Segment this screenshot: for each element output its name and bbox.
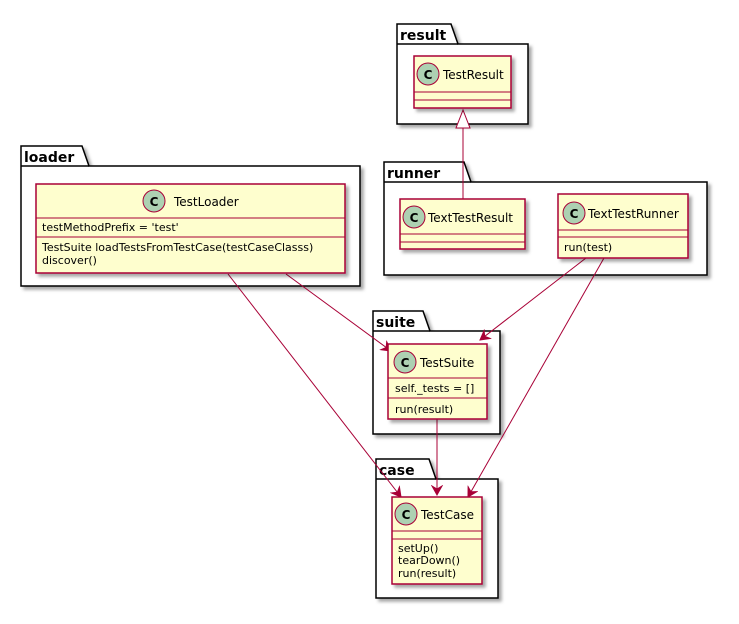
package-label-result: result [400,28,446,44]
class-icon [402,205,426,229]
class-texttestresult[interactable]: C TextTestResult [399,198,526,250]
method-run-result: run(result) [398,567,456,580]
edge-runner-suite [480,257,587,340]
package-label-runner: runner [387,166,440,182]
class-icon-letter: C [410,211,419,225]
method-run-test: run(test) [564,241,612,254]
package-label-case: case [379,463,415,479]
class-icon [416,62,440,86]
edge-loader-case [227,273,401,497]
class-testcase[interactable]: C TestCase setUp() tearDown() run(result… [391,496,483,585]
class-icon [394,502,418,526]
class-icon-letter: C [570,207,579,221]
field-testmethodprefix: testMethodPrefix = 'test' [42,221,179,234]
class-icon-letter: C [424,68,433,82]
package-label-suite: suite [376,315,415,331]
class-testloader[interactable]: C TestLoader testMethodPrefix = 'test' T… [35,183,346,274]
inheritance-arrowhead [455,108,471,129]
class-name-testresult: TestResult [442,68,504,82]
method-loadtestsfromtestcase: TestSuite loadTestsFromTestCase(testCase… [41,241,313,254]
class-name-testloader: TestLoader [173,195,239,209]
edge-runner-case [468,257,605,497]
class-name-texttestresult: TextTestResult [427,211,513,225]
class-testresult[interactable]: C TestResult [413,55,512,109]
class-name-texttestrunner: TextTestRunner [587,207,679,221]
class-name-testsuite: TestSuite [419,356,474,370]
class-icon [562,201,586,225]
class-icon-letter: C [401,356,410,370]
edges [227,108,605,497]
field-self-tests: self._tests = [] [395,382,474,395]
class-icon [393,350,417,374]
package-label-loader: loader [24,150,74,166]
edge-loader-suite [285,273,391,351]
class-testsuite[interactable]: C TestSuite self._tests = [] run(result) [387,343,488,420]
class-texttestrunner[interactable]: C TextTestRunner run(test) [557,193,689,259]
class-icon-letter: C [402,508,411,522]
class-name-testcase: TestCase [420,508,474,522]
method-teardown: tearDown() [398,554,460,567]
method-run-result: run(result) [395,403,453,416]
class-icon [142,189,166,213]
class-icon-letter: C [150,195,159,209]
method-setup: setUp() [398,542,438,555]
method-discover: discover() [42,254,97,267]
